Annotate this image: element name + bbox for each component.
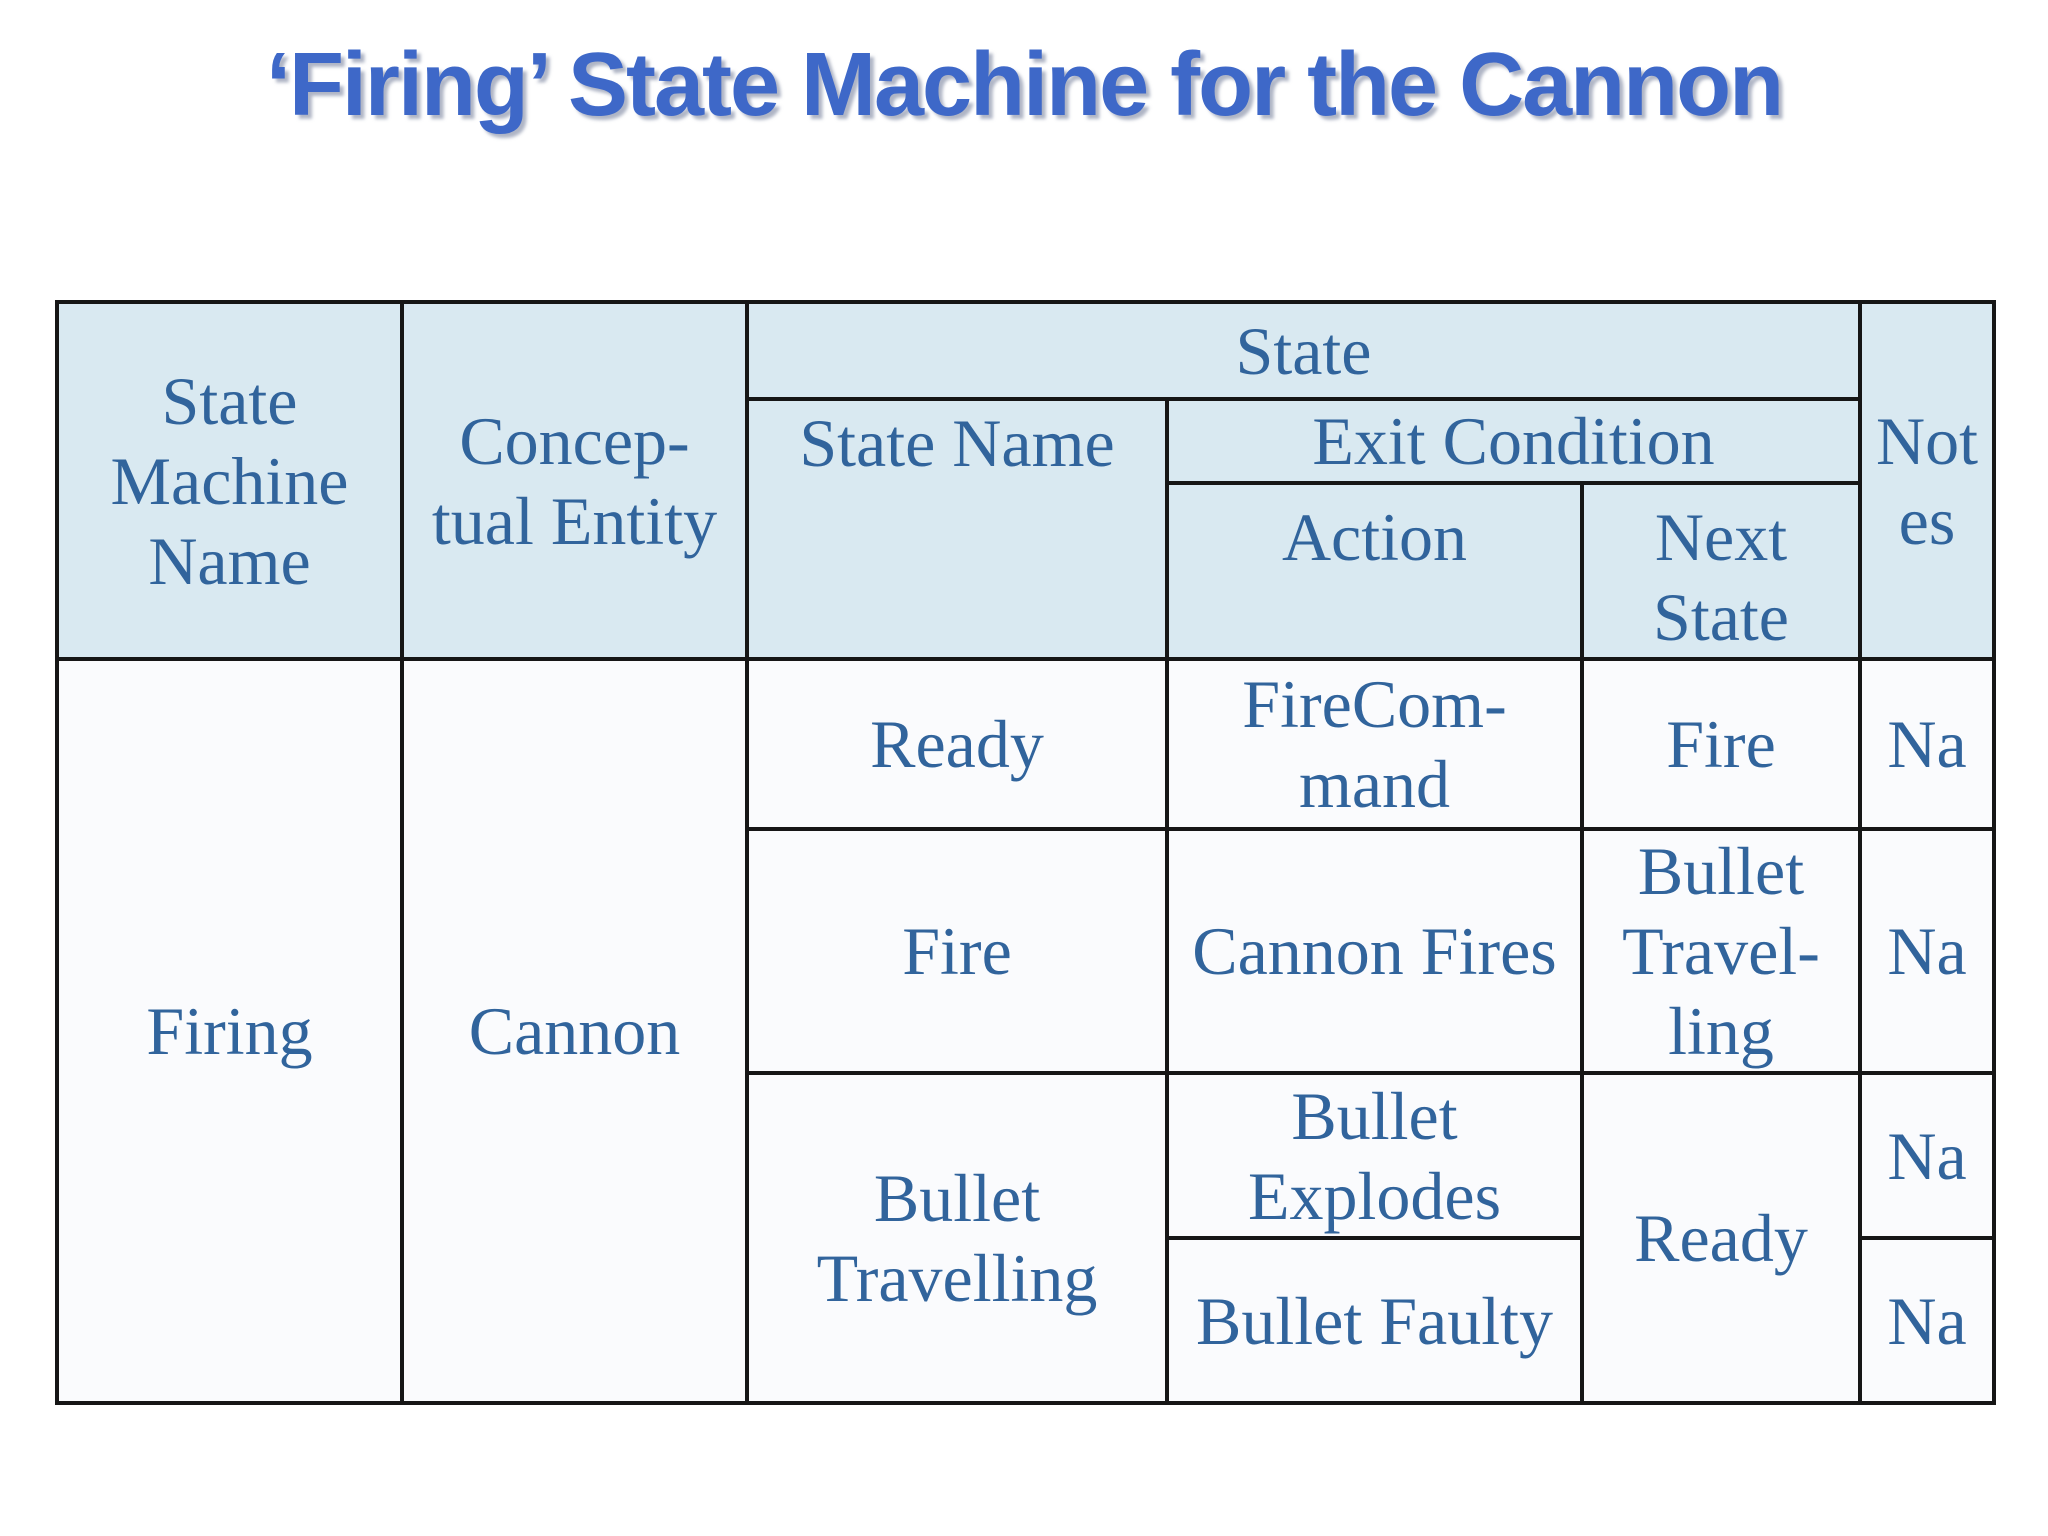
cell-notes-3: Na — [1858, 1071, 1996, 1240]
cell-action-bullet-faulty: Bullet Faulty — [1165, 1236, 1584, 1405]
cell-state-machine-firing: Firing — [55, 657, 404, 1405]
slide-title: ‘Firing’ State Machine for the Cannon — [265, 35, 1784, 135]
header-next-state: Next State — [1580, 481, 1862, 661]
header-action: Action — [1165, 481, 1584, 661]
table-row-ready: Firing Cannon Ready FireCom- mand Fire N… — [55, 657, 1996, 1405]
header-state-machine-name: State Machine Name — [55, 300, 404, 661]
header-row-action-next: Action Next State — [57, 481, 1994, 661]
table-row-bullet-explodes: Bullet Travelling Bullet Explodes Ready … — [57, 1071, 1996, 1405]
header-notes: Not es — [1858, 300, 1996, 661]
cell-next-bullet-travelling: Bullet Travel- ling — [1580, 827, 1862, 1075]
cell-notes-1: Na — [1858, 657, 1996, 831]
cell-notes-2: Na — [1858, 827, 1996, 1075]
cell-action-firecommand: FireCom- mand — [1165, 657, 1584, 831]
cell-state-ready: Ready — [745, 657, 1169, 831]
cell-next-ready: Ready — [1580, 1071, 1862, 1405]
header-row-exit-condition: State Name Exit Condition — [57, 397, 1994, 661]
header-conceptual-entity: Concep- tual Entity — [400, 300, 749, 661]
cell-entity-cannon: Cannon — [400, 657, 749, 1405]
cell-state-bullet-travelling: Bullet Travelling — [745, 1071, 1169, 1405]
table-row-bullet-faulty: Bullet Faulty Na — [57, 1236, 1996, 1405]
header-exit-condition: Exit Condition — [1165, 397, 1862, 485]
header-row-state: State Machine Name Concep- tual Entity S… — [55, 300, 1996, 661]
cell-action-cannon-fires: Cannon Fires — [1165, 827, 1584, 1075]
state-machine-table: State Machine Name Concep- tual Entity S… — [55, 300, 1996, 1405]
header-state-name: State Name — [745, 397, 1169, 661]
cell-next-fire: Fire — [1580, 657, 1862, 831]
cell-notes-4: Na — [1858, 1236, 1996, 1405]
cell-action-bullet-explodes: Bullet Explodes — [1165, 1071, 1584, 1240]
header-state: State — [745, 300, 1862, 401]
table-row-fire: Fire Cannon Fires Bullet Travel- ling Na — [57, 827, 1996, 1075]
cell-state-fire: Fire — [745, 827, 1169, 1075]
